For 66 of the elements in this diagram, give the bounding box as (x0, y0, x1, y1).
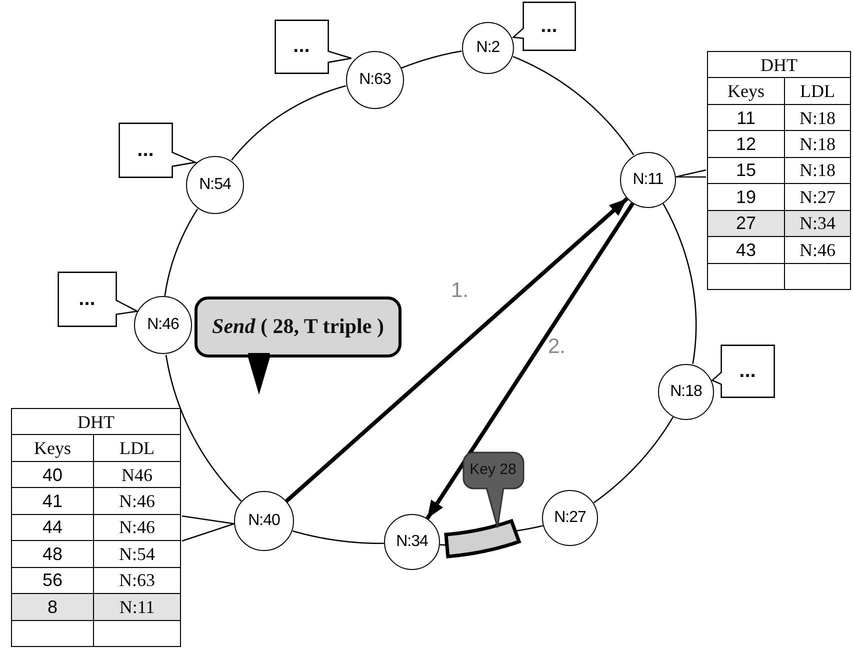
ring-link (512, 56, 634, 156)
table-cell: N:18 (784, 104, 850, 131)
ellipsis-text: ... (136, 138, 155, 162)
node-label: N:2 (476, 39, 500, 57)
table-cell: 27 (708, 210, 784, 237)
node-label: N:46 (147, 316, 179, 334)
ellipsis-text: ... (292, 34, 311, 58)
ring-link (594, 416, 674, 504)
callout-pointer (181, 515, 235, 542)
arrow (426, 202, 634, 520)
table-cell: 48 (12, 540, 94, 568)
table-cell: N:46 (784, 236, 850, 263)
table-cell: 19 (708, 184, 784, 210)
ring-link (515, 525, 544, 532)
table-cell: 40 (12, 461, 94, 488)
edge-label: 1. (451, 278, 469, 302)
column-header: Keys (708, 78, 784, 104)
column-header: LDL (94, 434, 180, 462)
ring-node (234, 491, 294, 551)
ring-link (292, 530, 384, 544)
table-cell: N:46 (94, 514, 180, 541)
dht-table (706, 50, 852, 288)
callout-text: Send ( 28, T triple ) (211, 314, 385, 340)
node-label: N:40 (248, 512, 280, 530)
node-label: N:63 (359, 71, 391, 89)
table-cell: 44 (12, 514, 94, 541)
table-cell: N:46 (94, 488, 180, 514)
node-label: N:11 (632, 171, 664, 189)
column-header: LDL (784, 78, 850, 104)
callout-text: Key 28 (468, 461, 518, 479)
table-cell: N:54 (94, 540, 180, 568)
table-cell: 43 (708, 236, 784, 263)
table-cell: N46 (94, 461, 180, 488)
ring-link (231, 85, 346, 161)
ring-node (186, 156, 244, 214)
node-label: N:34 (396, 533, 428, 551)
table-cell: N:11 (94, 594, 180, 620)
table-cell: 41 (12, 488, 94, 514)
ring-link (401, 50, 462, 69)
ellipsis-text: ... (738, 358, 757, 383)
column-header: Keys (12, 434, 94, 462)
table-cell: 12 (708, 130, 784, 158)
ring-link (439, 544, 448, 546)
node-label: N:54 (199, 176, 231, 194)
table-cell: 8 (12, 594, 94, 620)
arrow (285, 197, 628, 503)
table-cell: N:18 (784, 157, 850, 184)
table-cell: N:18 (784, 130, 850, 158)
edge-label: 2. (548, 335, 566, 359)
table-cell: 15 (708, 157, 784, 184)
ellipsis-text: ... (540, 14, 558, 38)
table-cell: N:34 (784, 210, 850, 237)
ring-link (164, 208, 198, 296)
table-cell: 11 (708, 104, 784, 131)
table-title: DHT (12, 408, 180, 435)
table-cell: N:27 (784, 184, 850, 210)
table-title: DHT (708, 52, 850, 78)
node-label: N:18 (670, 383, 702, 401)
ellipsis-text: ... (78, 286, 96, 311)
callout-pointer (675, 169, 707, 178)
node-label: N:27 (554, 509, 586, 527)
ring-node (462, 22, 514, 74)
ring-node (620, 152, 676, 208)
dht-table (10, 407, 182, 645)
ring-link (662, 203, 697, 364)
ring-link (165, 354, 242, 502)
